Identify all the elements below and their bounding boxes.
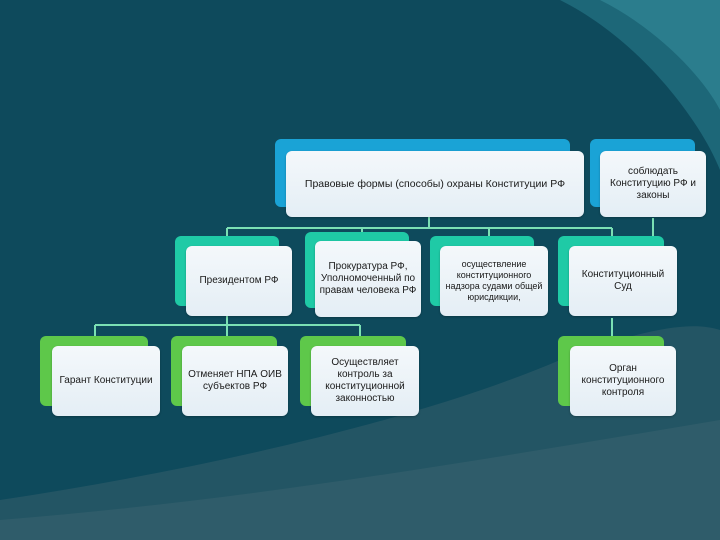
node-guarantor: Гарант Конституции — [40, 336, 162, 418]
node-control: Осуществляет контроль за конституционной… — [300, 336, 422, 418]
node-guarantor-label: Гарант Конституции — [52, 346, 160, 416]
node-top-label: Правовые формы (способы) охраны Конститу… — [286, 151, 584, 217]
node-cancels-npa-label: Отменяет НПА ОИВ субъектов РФ — [182, 346, 288, 416]
node-const-control-body-label: Орган конституционного контроля — [570, 346, 676, 416]
node-right-top-label: соблюдать Конституцию РФ и законы — [600, 151, 706, 217]
node-prosecutor-label: Прокуратура РФ, Уполномоченный по правам… — [315, 241, 421, 317]
node-const-control-body: Орган конституционного контроля — [558, 336, 680, 418]
node-const-court: Конституционный Суд — [558, 236, 680, 318]
node-courts-label: осуществление конституционного надзора с… — [440, 246, 548, 316]
node-courts: осуществление конституционного надзора с… — [430, 236, 550, 318]
node-control-label: Осуществляет контроль за конституционной… — [311, 346, 419, 416]
node-president: Президентом РФ — [175, 236, 295, 318]
node-right-top: соблюдать Конституцию РФ и законы — [590, 139, 710, 219]
node-const-court-label: Конституционный Суд — [569, 246, 677, 316]
node-top: Правовые формы (способы) охраны Конститу… — [275, 139, 585, 219]
node-president-label: Президентом РФ — [186, 246, 292, 316]
node-cancels-npa: Отменяет НПА ОИВ субъектов РФ — [171, 336, 293, 418]
node-prosecutor: Прокуратура РФ, Уполномоченный по правам… — [305, 232, 425, 320]
